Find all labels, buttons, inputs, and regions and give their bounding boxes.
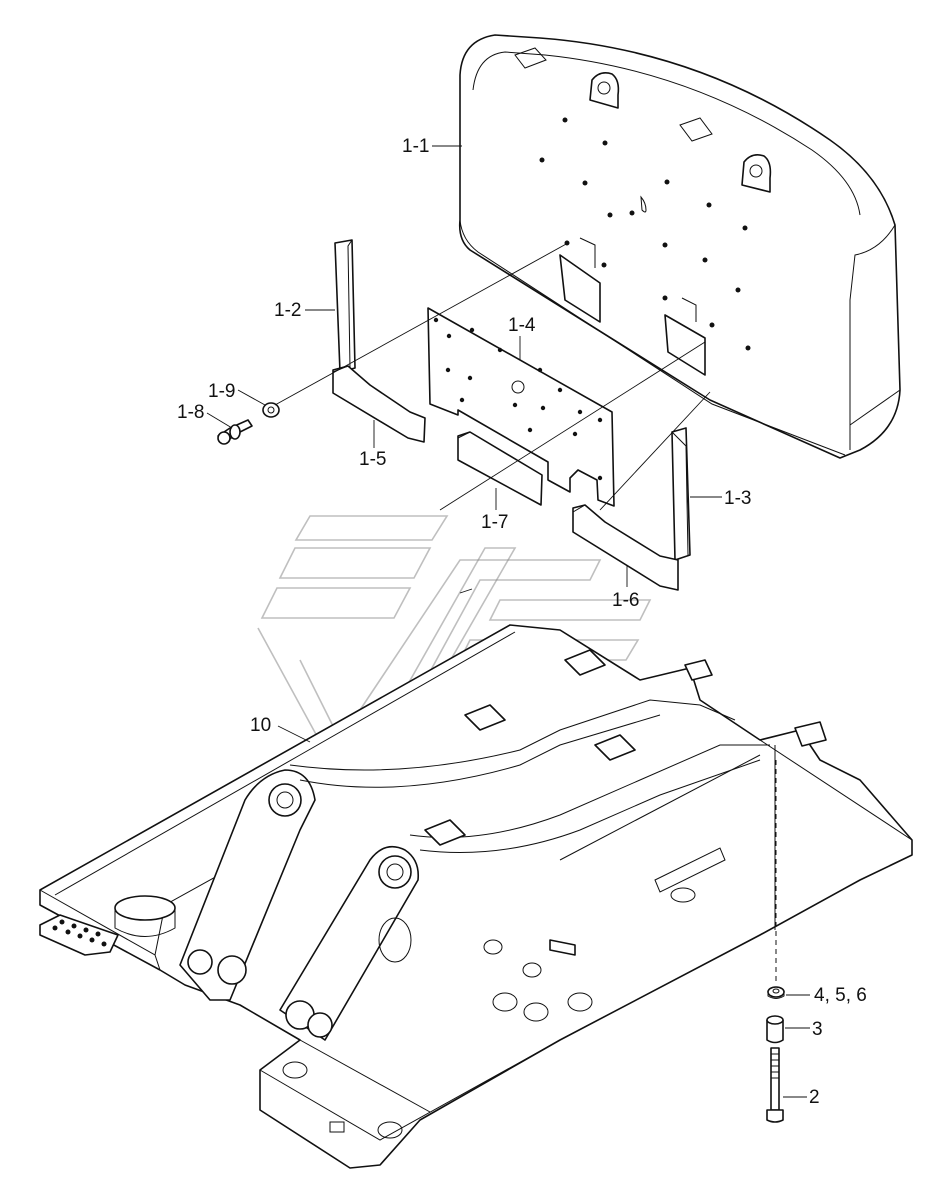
spacer-bar-1-7 — [457, 431, 543, 506]
callout-1-8: 1-8 — [177, 402, 204, 423]
callout-4-5-6: 4, 5, 6 — [814, 985, 867, 1006]
spacer-1-5 — [332, 365, 426, 443]
washer-1-9 — [262, 402, 280, 418]
washer-4-5-6 — [767, 986, 785, 999]
callout-1-6: 1-6 — [612, 590, 639, 611]
long-bolt-2 — [766, 1047, 784, 1123]
counterweight — [458, 34, 901, 459]
callout-1-1: 1-1 — [402, 136, 429, 157]
callout-1-7: 1-7 — [481, 512, 508, 533]
callout-1-4: 1-4 — [508, 315, 536, 336]
callout-1-9: 1-9 — [208, 381, 235, 402]
upper-frame — [39, 624, 913, 1169]
callout-10: 10 — [250, 715, 271, 736]
bracket-1-2 — [334, 239, 356, 373]
callout-leaders — [206, 145, 810, 1098]
bolt-1-8 — [217, 419, 253, 445]
spacer-collar-3 — [766, 1015, 784, 1044]
shim-plate-1-4 — [427, 307, 615, 507]
spacer-1-6 — [572, 504, 679, 591]
callout-2: 2 — [809, 1087, 820, 1108]
callout-3: 3 — [812, 1019, 823, 1040]
callout-1-2: 1-2 — [274, 300, 301, 321]
callout-labels: 1-1 1-2 1-4 1-9 1-8 1-5 1-3 1-7 1-6 10 4… — [177, 136, 867, 1108]
callout-1-5: 1-5 — [359, 449, 386, 470]
callout-1-3: 1-3 — [724, 488, 751, 509]
bracket-1-3 — [671, 427, 691, 561]
